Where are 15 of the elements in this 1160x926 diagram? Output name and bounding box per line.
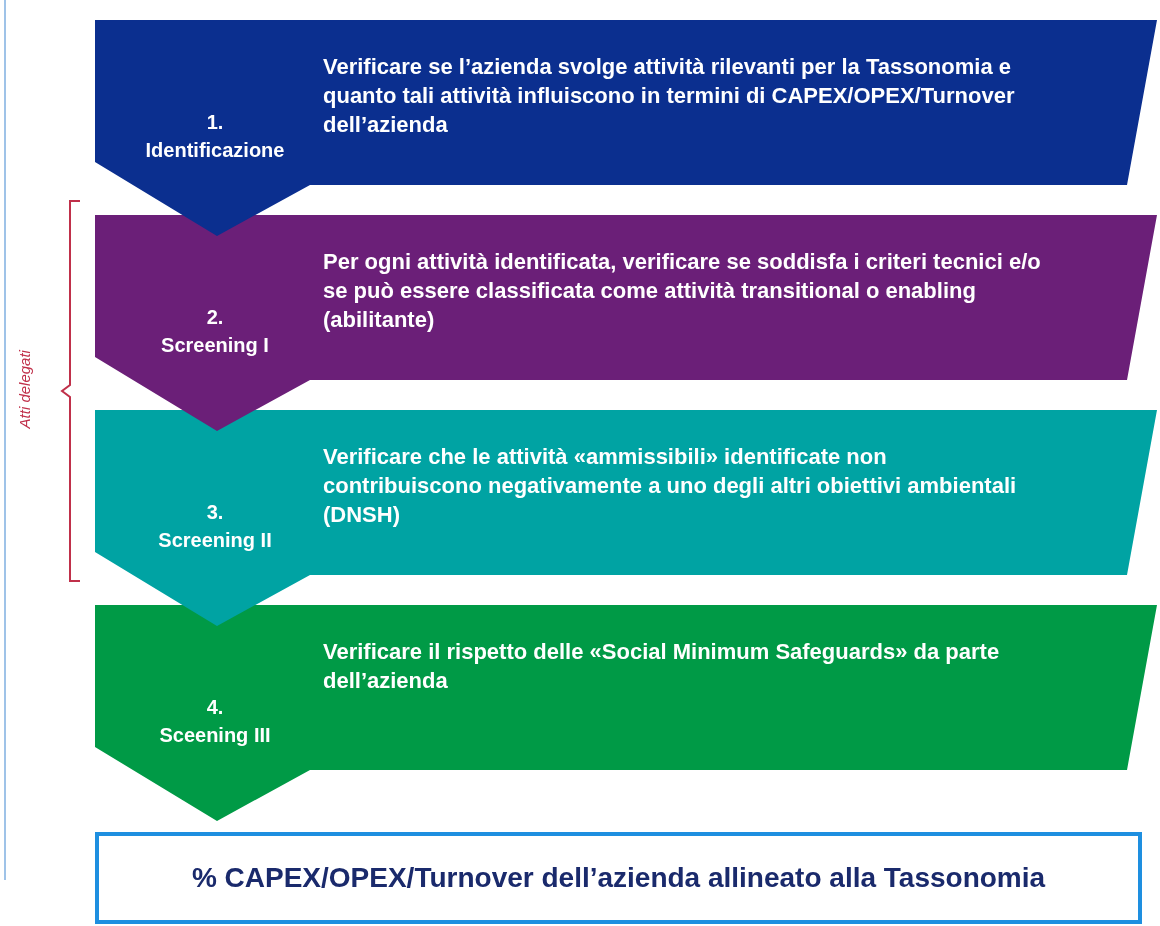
step-description: Verificare il rispetto delle «Social Minimum Safeguards» da parte dell’azienda	[323, 639, 1000, 693]
step-description: Verificare se l’azienda svolge attività rilevanti per la Tassonomia e quanto tali attività influiscono in termini di CAPEX/OPEX/Turnover dell’azienda	[323, 54, 1015, 137]
step-label: Identificazione	[145, 138, 285, 163]
step-number: 4.	[206, 695, 224, 720]
step-number: 2.	[206, 305, 224, 330]
step-number: 3.	[206, 500, 224, 525]
result-text: % CAPEX/OPEX/Turnover dell’azienda allineato alla Tassonomia	[191, 861, 1046, 895]
step-number: 1.	[206, 110, 224, 135]
result-box	[95, 832, 1142, 924]
step-label: Sceening III	[159, 723, 271, 748]
step-description: Per ogni attività identificata, verificare se soddisfa i criteri tecnici e/o se può essere classificata come attività transitional o enabling (abilitante)	[323, 249, 1041, 332]
step-description: Verificare che le attività «ammissibili» identificate non contribuiscono negativamente a uno degli altri obiettivi ambientali (DNSH)	[323, 444, 1017, 527]
step-label: Screening I	[161, 333, 269, 358]
step-label: Screening II	[158, 528, 272, 553]
bracket-label: Atti delegati	[14, 350, 34, 429]
